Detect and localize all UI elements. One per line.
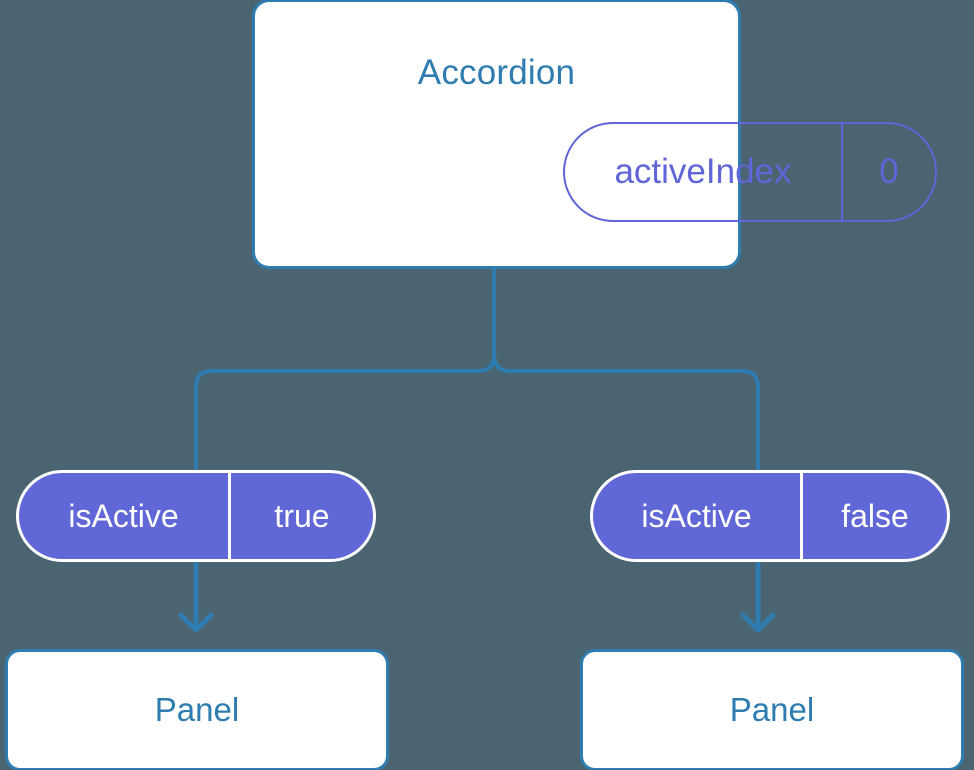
branch-left-panel-label: Panel (154, 691, 240, 728)
branch-left-prop-key: isActive (19, 473, 231, 559)
branch-right-panel-card[interactable]: Panel (583, 652, 961, 768)
branch-left-prop-value: true (274, 497, 330, 534)
root-component-card[interactable]: Accordion activeIndex 0 (255, 2, 937, 266)
branch-right-prop-pill[interactable]: isActive false (590, 470, 950, 562)
trunk-connector (492, 264, 760, 472)
branch-left-prop-pill[interactable]: isActive true (16, 470, 376, 562)
root-prop-value: 0 (879, 152, 899, 191)
branch-right-panel-label: Panel (729, 691, 815, 728)
root-prop-pill[interactable]: activeIndex 0 (563, 122, 937, 222)
branch-right-prop-value: false (841, 497, 909, 534)
root-prop-key: activeIndex (565, 124, 843, 220)
root-component-title: Accordion (417, 53, 576, 92)
branch-right-prop-key: isActive (593, 473, 803, 559)
arrow-right-prop-to-panel (740, 559, 776, 633)
arrow-left-prop-to-panel (178, 559, 214, 633)
branch-left-panel-card[interactable]: Panel (8, 652, 386, 768)
trunk-connector-left-branch (194, 353, 496, 472)
